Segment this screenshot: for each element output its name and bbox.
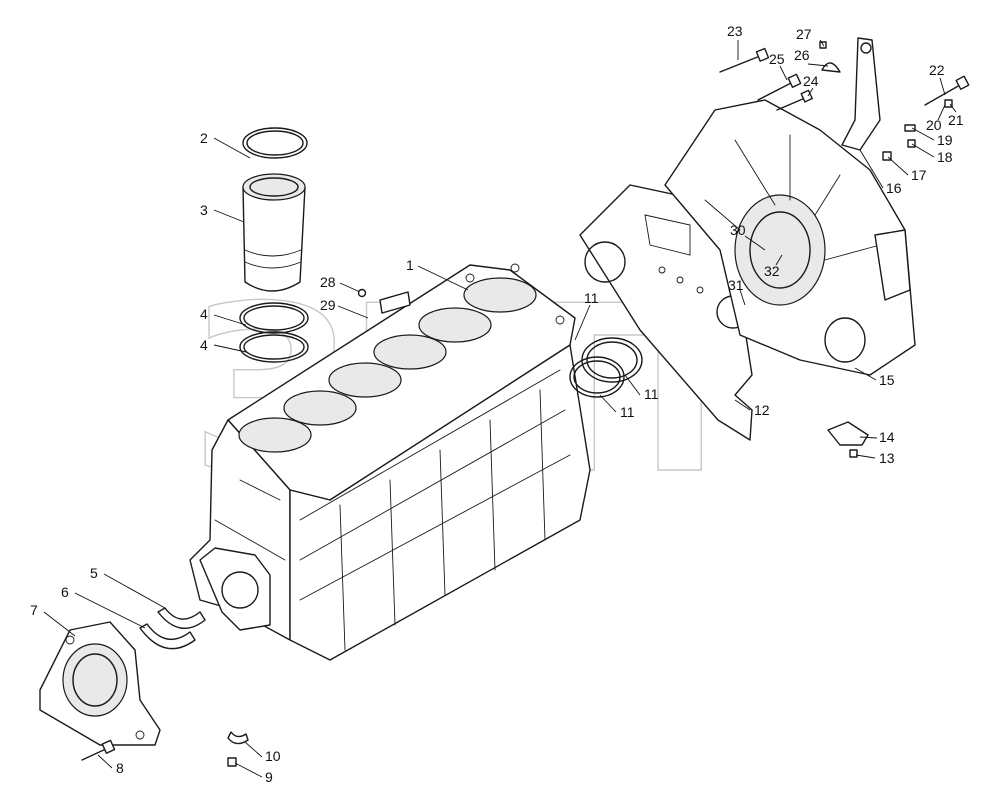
callout-28: 28: [320, 274, 336, 290]
part-4-seal-rings: [239, 302, 309, 363]
hardware-bolts: [719, 41, 970, 161]
callout-5: 5: [90, 565, 98, 581]
callout-24: 24: [803, 73, 819, 89]
callout-labels: 1 2 3 4 4 5 6 7 8 9 10 11 11 11 12 13 14…: [30, 23, 964, 785]
callout-17: 17: [911, 167, 927, 183]
part-2-seal-ring: [242, 127, 308, 159]
callout-10: 10: [265, 748, 281, 764]
callout-27: 27: [796, 26, 812, 42]
callout-2: 2: [200, 130, 208, 146]
callout-4b: 4: [200, 337, 208, 353]
part-5-6-bearing-shells: [139, 607, 206, 650]
callout-25: 25: [769, 51, 785, 67]
callout-13: 13: [879, 450, 895, 466]
callout-32: 32: [764, 263, 780, 279]
part-15-flywheel-housing: [664, 99, 916, 376]
callout-14: 14: [879, 429, 895, 445]
callout-11b: 11: [644, 386, 659, 402]
callout-9: 9: [265, 769, 273, 785]
part-28-29-small: [357, 288, 411, 314]
callout-26: 26: [794, 47, 810, 63]
callout-11c: 11: [620, 404, 635, 420]
part-16-bracket: [841, 37, 881, 151]
callout-19: 19: [937, 132, 953, 148]
part-13-bolt: [849, 449, 858, 458]
part-9-10-fasteners: [227, 731, 249, 767]
callout-30: 30: [730, 222, 746, 238]
callout-21: 21: [948, 112, 964, 128]
callout-7: 7: [30, 602, 38, 618]
leader-lines: [43, 39, 957, 778]
callout-6: 6: [61, 584, 69, 600]
callout-22: 22: [929, 62, 945, 78]
part-8-bolt: [81, 739, 116, 761]
callout-11a: 11: [584, 290, 599, 306]
callout-31: 31: [728, 277, 744, 293]
callout-29: 29: [320, 297, 336, 313]
callout-15: 15: [879, 372, 895, 388]
part-3-cylinder-liner: [242, 173, 306, 292]
cylinder-bores: [238, 277, 537, 453]
callout-3: 3: [200, 202, 208, 218]
callout-4a: 4: [200, 306, 208, 322]
callout-12: 12: [754, 402, 770, 418]
callout-8: 8: [116, 760, 124, 776]
part-14-cover: [827, 421, 869, 446]
callout-20: 20: [926, 117, 942, 133]
part-7-rear-seal-housing: [39, 621, 161, 746]
callout-18: 18: [937, 149, 953, 165]
callout-23: 23: [727, 23, 743, 39]
callout-1: 1: [406, 257, 414, 273]
callout-16: 16: [886, 180, 902, 196]
cylinder-block: [189, 263, 591, 661]
part-11-rings: [569, 337, 643, 398]
